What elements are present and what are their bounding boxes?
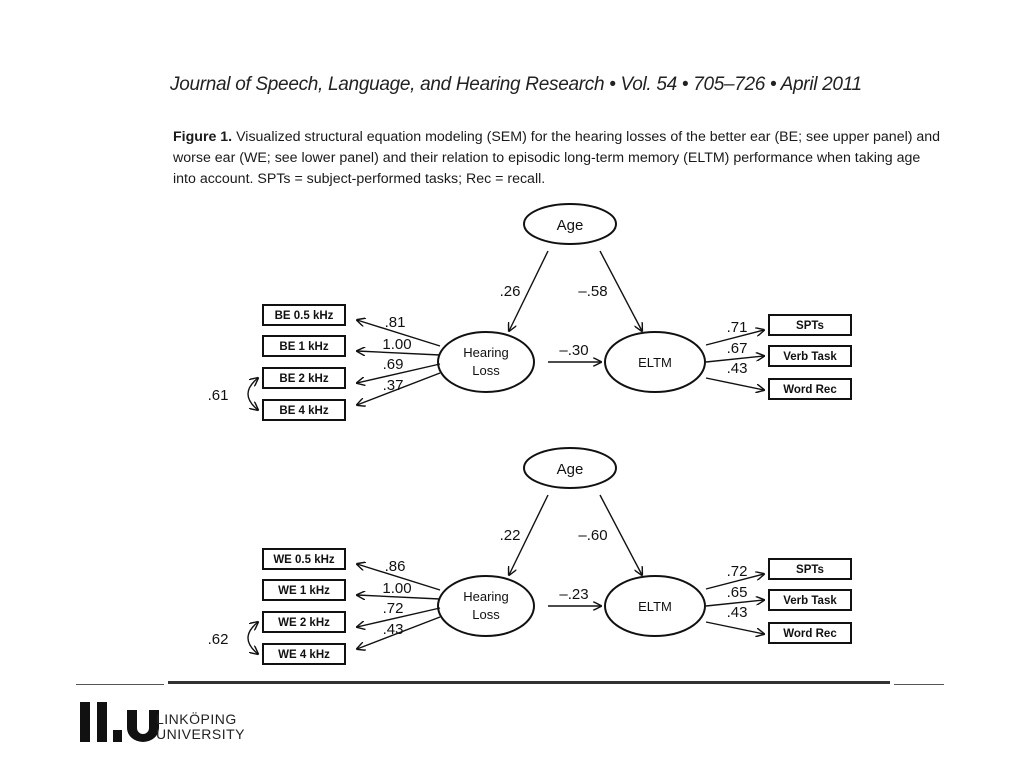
coef-loading: 1.00 xyxy=(382,336,411,353)
coef-loading: .43 xyxy=(383,621,404,638)
coef-hearing-loss-eltm: –.23 xyxy=(559,586,588,603)
university-name-line2: UNIVERSITY xyxy=(156,726,246,742)
hearing-loss-node xyxy=(437,331,535,393)
indicator-label: WE 0.5 kHz xyxy=(273,554,335,566)
age-label: Age xyxy=(557,217,584,234)
correlation-arc xyxy=(247,622,258,654)
eltm-label: ELTM xyxy=(638,599,672,614)
indicator-box xyxy=(262,548,346,570)
hearing-loss-label-line2: Loss xyxy=(472,363,500,378)
coef-outcome-loading: .72 xyxy=(727,563,748,580)
path-age-hearing-loss xyxy=(509,494,549,575)
coef-correlation: .61 xyxy=(208,387,229,404)
indicator-label: BE 0.5 kHz xyxy=(275,310,334,322)
indicator-box xyxy=(262,611,346,633)
outcome-label: Verb Task xyxy=(783,595,837,607)
path-loading xyxy=(357,595,441,599)
figure-caption: Figure 1. Visualized structural equation… xyxy=(173,127,943,190)
coef-loading: .69 xyxy=(383,356,404,373)
outcome-label: SPTs xyxy=(796,564,824,576)
path-outcome-loading xyxy=(705,356,764,363)
path-outcome-loading xyxy=(705,621,764,634)
path-loading xyxy=(357,607,441,627)
coef-loading: .86 xyxy=(385,558,406,575)
coef-outcome-loading: .43 xyxy=(727,604,748,621)
coef-outcome-loading: .43 xyxy=(727,360,748,377)
coef-outcome-loading: .71 xyxy=(727,319,748,336)
footer-rule-right xyxy=(894,684,944,685)
indicator-label: WE 4 kHz xyxy=(278,649,330,661)
outcome-box xyxy=(768,558,852,580)
indicator-box xyxy=(262,399,346,421)
path-loading xyxy=(357,351,441,355)
coef-correlation: .62 xyxy=(208,631,229,648)
coef-outcome-loading: .67 xyxy=(727,340,748,357)
path-loading xyxy=(357,616,441,649)
hearing-loss-label-line2: Loss xyxy=(472,607,500,622)
path-age-eltm xyxy=(599,250,642,331)
age-label: Age xyxy=(557,461,584,478)
path-loading xyxy=(357,372,441,405)
eltm-node xyxy=(604,575,706,637)
outcome-box xyxy=(768,622,852,644)
indicator-label: BE 2 kHz xyxy=(279,373,328,385)
coef-loading: .37 xyxy=(383,377,404,394)
path-outcome-loading xyxy=(705,574,764,590)
indicator-box xyxy=(262,367,346,389)
indicator-box xyxy=(262,335,346,357)
figure-label: Figure 1. xyxy=(173,129,233,145)
path-loading xyxy=(357,363,441,383)
indicator-box xyxy=(262,579,346,601)
coef-hearing-loss-eltm: –.30 xyxy=(559,342,588,359)
footer-rule-center xyxy=(168,681,890,684)
outcome-box xyxy=(768,378,852,400)
indicator-box xyxy=(262,304,346,326)
outcome-box xyxy=(768,589,852,611)
coef-loading: .72 xyxy=(383,600,404,617)
coef-loading: 1.00 xyxy=(382,580,411,597)
path-age-eltm xyxy=(599,494,642,575)
path-outcome-loading xyxy=(705,377,764,390)
journal-header: Journal of Speech, Language, and Hearing… xyxy=(170,74,862,95)
indicator-label: WE 2 kHz xyxy=(278,617,330,629)
caption-text: Visualized structural equation modeling … xyxy=(173,129,941,187)
indicator-label: BE 1 kHz xyxy=(279,341,328,353)
hearing-loss-node xyxy=(437,575,535,637)
coef-age-eltm: –.60 xyxy=(578,527,607,544)
eltm-node xyxy=(604,331,706,393)
hearing-loss-label-line1: Hearing xyxy=(463,589,509,604)
liu-logo-icon xyxy=(80,702,159,742)
coef-age-eltm: –.58 xyxy=(578,283,607,300)
eltm-label: ELTM xyxy=(638,355,672,370)
outcome-label: Word Rec xyxy=(783,628,837,640)
university-name-line1: LINKÖPING xyxy=(156,711,237,727)
path-loading xyxy=(357,320,441,347)
coef-loading: .81 xyxy=(385,314,406,331)
path-outcome-loading xyxy=(705,330,764,346)
correlation-arc xyxy=(247,378,258,410)
outcome-box xyxy=(768,314,852,336)
coef-age-hearing-loss: .22 xyxy=(500,527,521,544)
indicator-label: WE 1 kHz xyxy=(278,585,330,597)
hearing-loss-label-line1: Hearing xyxy=(463,345,509,360)
path-outcome-loading xyxy=(705,600,764,607)
indicator-label: BE 4 kHz xyxy=(279,405,328,417)
indicator-box xyxy=(262,643,346,665)
path-age-hearing-loss xyxy=(509,250,549,331)
university-name: LINKÖPING UNIVERSITY xyxy=(156,712,245,742)
outcome-label: Verb Task xyxy=(783,351,837,363)
outcome-label: Word Rec xyxy=(783,384,837,396)
coef-age-hearing-loss: .26 xyxy=(500,283,521,300)
outcome-label: SPTs xyxy=(796,320,824,332)
coef-outcome-loading: .65 xyxy=(727,584,748,601)
outcome-box xyxy=(768,345,852,367)
age-node xyxy=(523,447,617,489)
path-loading xyxy=(357,564,441,591)
footer-rule-left xyxy=(76,684,164,685)
age-node xyxy=(523,203,617,245)
